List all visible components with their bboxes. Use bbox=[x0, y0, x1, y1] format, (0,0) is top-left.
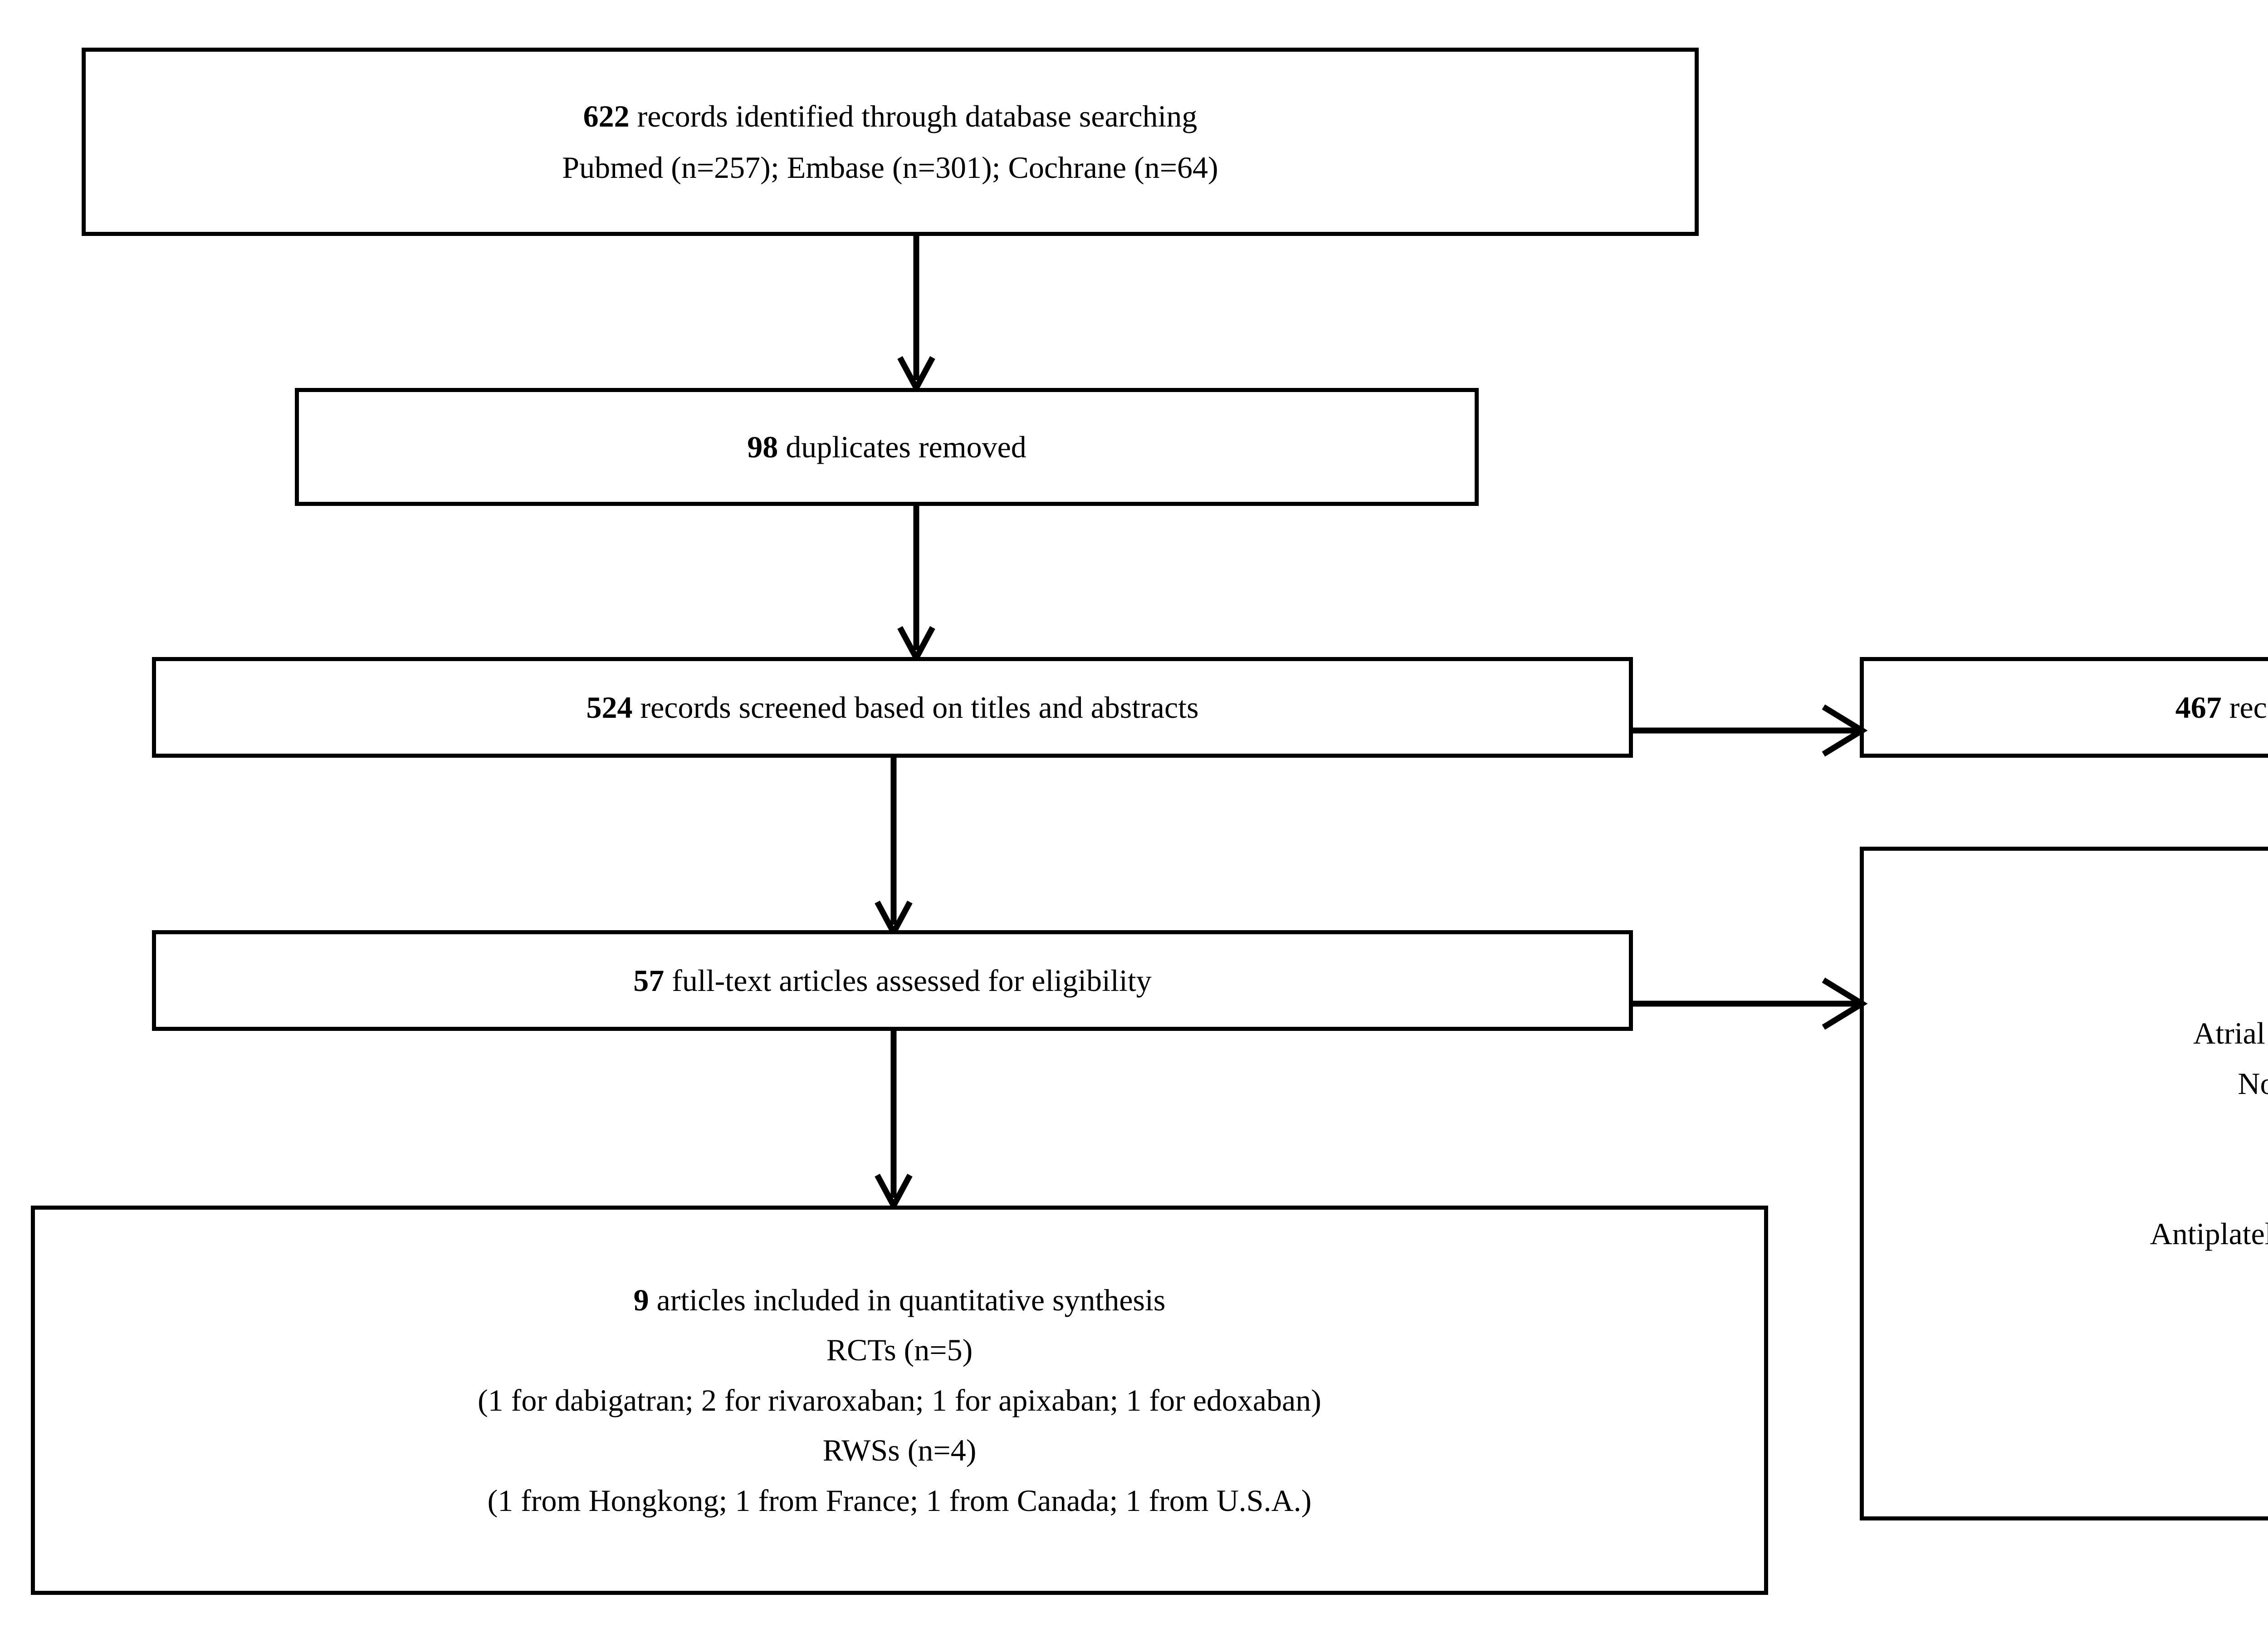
records-excluded-count: 467 bbox=[2175, 690, 2222, 725]
node-records-identified: 622 records identified through database … bbox=[82, 48, 1699, 236]
node-records-excluded-line-1: 467 records excluded by titles and abstr… bbox=[2175, 687, 2268, 727]
node-fulltext-assessed-line-1: 57 full-text articles assessed for eligi… bbox=[633, 961, 1152, 1000]
records-screened-text: records screened based on titles and abs… bbox=[632, 690, 1199, 725]
included-rcts-breakdown: (1 for dabigatran; 2 for rivaroxaban; 1 … bbox=[478, 1383, 1321, 1417]
node-duplicates-removed: 98 duplicates removed bbox=[295, 388, 1479, 506]
records-identified-text: records identified through database sear… bbox=[629, 99, 1198, 134]
arrow-screened-to-excluded-titles-abstracts bbox=[1633, 694, 1869, 767]
node-duplicates-removed-line-1: 98 duplicates removed bbox=[747, 427, 1026, 467]
arrow-duplicates-to-screened bbox=[889, 506, 943, 664]
node-articles-included-line-1: 9 articles included in quantitative synt… bbox=[634, 1280, 1166, 1320]
exclusion-reason-item: Atrial fibrillation and complication pat… bbox=[2193, 1016, 2268, 1051]
exclusion-reason-item: Not reported hepatic impairment data (n=… bbox=[2238, 1066, 2268, 1101]
exclusion-reason-item: Antiplatelet agents or placebo or NOACs … bbox=[2150, 1216, 2268, 1251]
node-records-identified-line-1: 622 records identified through database … bbox=[583, 96, 1198, 136]
arrow-fulltext-to-included bbox=[866, 1031, 921, 1212]
node-articles-included: 9 articles included in quantitative synt… bbox=[31, 1206, 1768, 1595]
arrow-screened-to-fulltext bbox=[866, 758, 921, 939]
arrow-identification-to-duplicates bbox=[889, 236, 943, 394]
records-excluded-text: records excluded by titles and abstracts… bbox=[2229, 690, 2268, 725]
arrow-fulltext-to-excluded-fulltext bbox=[1633, 967, 1869, 1040]
articles-included-text: articles included in quantitative synthe… bbox=[649, 1283, 1166, 1318]
included-rwss-breakdown: (1 from Hongkong; 1 from France; 1 from … bbox=[487, 1483, 1312, 1518]
duplicates-removed-text: duplicates removed bbox=[778, 429, 1026, 464]
records-screened-count: 524 bbox=[586, 690, 633, 725]
articles-included-count: 9 bbox=[633, 1283, 649, 1318]
records-identified-count: 622 bbox=[583, 99, 630, 134]
included-study-type-rcts: RCTs (n=5) bbox=[826, 1333, 973, 1368]
node-fulltext-assessed: 57 full-text articles assessed for eligi… bbox=[152, 930, 1633, 1031]
node-records-identified-line-2: Pubmed (n=257); Embase (n=301); Cochrane… bbox=[562, 150, 1218, 185]
node-records-screened: 524 records screened based on titles and… bbox=[152, 657, 1633, 758]
node-records-screened-line-1: 524 records screened based on titles and… bbox=[586, 687, 1198, 727]
fulltext-assessed-count: 57 bbox=[633, 963, 665, 998]
included-study-type-rwss: RWSs (n=4) bbox=[822, 1433, 977, 1468]
node-fulltext-excluded: 48 full-text articles excluded Atrial fi… bbox=[1860, 847, 2268, 1520]
duplicates-removed-count: 98 bbox=[747, 429, 778, 464]
node-records-excluded-titles-abstracts: 467 records excluded by titles and abstr… bbox=[1860, 657, 2268, 758]
fulltext-assessed-text: full-text articles assessed for eligibil… bbox=[664, 963, 1152, 998]
